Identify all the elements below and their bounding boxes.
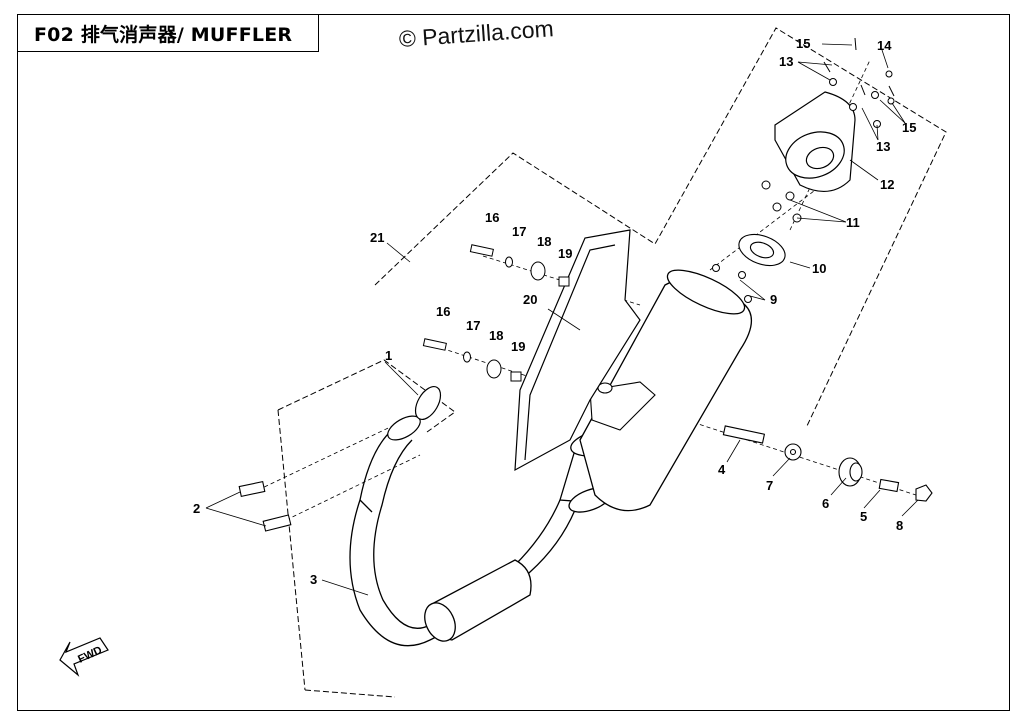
diagram-frame xyxy=(17,14,1010,711)
end-cap xyxy=(774,91,856,192)
callout-2: 2 xyxy=(193,501,200,516)
bolt-2-upper xyxy=(238,480,266,498)
callout-10: 10 xyxy=(812,261,826,276)
callout-18-lower: 18 xyxy=(489,328,503,343)
callout-13-upper: 13 xyxy=(779,54,793,69)
exhaust-flange xyxy=(387,386,442,441)
callout-14: 14 xyxy=(877,38,892,53)
muffler-body xyxy=(579,269,752,512)
title-box xyxy=(17,14,319,52)
gasket-10 xyxy=(738,233,786,267)
callout-19-lower: 19 xyxy=(511,339,525,354)
callout-16-upper: 16 xyxy=(485,210,499,225)
callout-5: 5 xyxy=(860,509,867,524)
callout-7: 7 xyxy=(766,478,773,493)
fasteners xyxy=(712,37,895,303)
callout-8: 8 xyxy=(896,518,903,533)
bushing-hardware-lower xyxy=(422,338,522,382)
muffler-bracket xyxy=(589,381,656,431)
callout-6: 6 xyxy=(822,496,829,511)
callout-12: 12 xyxy=(880,177,894,192)
heat-shield xyxy=(514,229,641,472)
mid-silencer xyxy=(424,559,532,642)
bushing-hardware-upper xyxy=(469,244,570,287)
diagram-title: F02 排气消声器/ MUFFLER xyxy=(34,24,293,46)
group-3-outline xyxy=(277,359,456,433)
callout-9: 9 xyxy=(770,292,777,307)
callout-17-upper: 17 xyxy=(512,224,526,239)
fwd-arrow-icon xyxy=(59,637,109,677)
mount-hardware xyxy=(722,425,933,502)
callout-15-upper: 15 xyxy=(796,36,810,51)
bolt-2-lower xyxy=(262,514,292,532)
callout-18-upper: 18 xyxy=(537,234,551,249)
callout-16-lower: 16 xyxy=(436,304,450,319)
callout-1: 1 xyxy=(385,348,392,363)
callout-19-upper: 19 xyxy=(558,246,572,261)
callout-15-lower: 15 xyxy=(902,120,916,135)
callout-4: 4 xyxy=(718,462,726,477)
callout-20: 20 xyxy=(523,292,537,307)
callout-17-lower: 17 xyxy=(466,318,480,333)
callout-3: 3 xyxy=(310,572,317,587)
callout-13-lower: 13 xyxy=(876,139,890,154)
callout-11: 11 xyxy=(846,215,860,230)
callout-21: 21 xyxy=(370,230,384,245)
